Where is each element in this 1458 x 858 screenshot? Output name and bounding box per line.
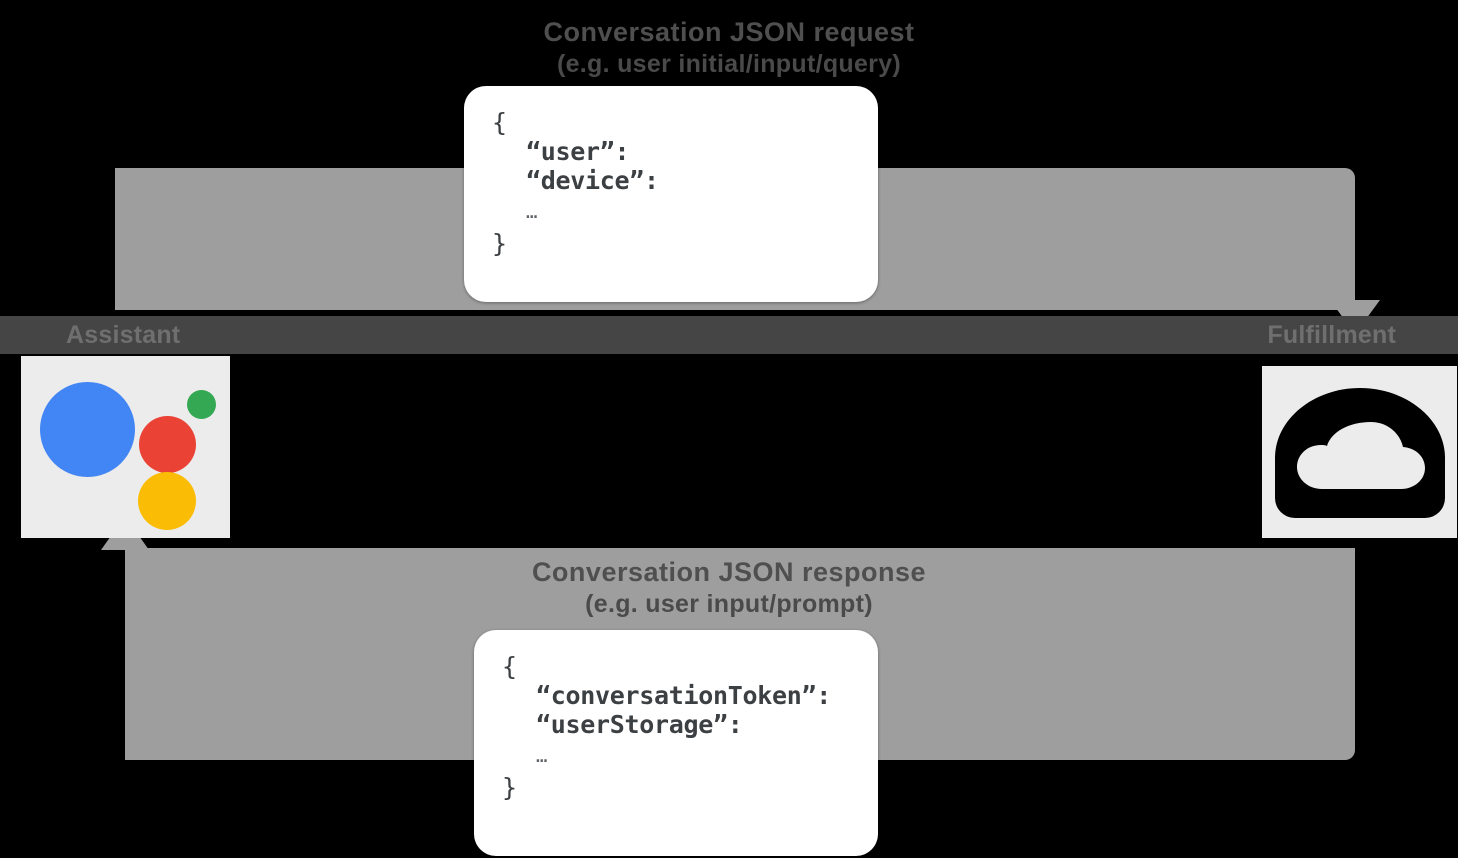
response-json-card: { “conversationToken”: “userStorage”: … …	[474, 630, 878, 856]
request-caption: Conversation JSON request (e.g. user ini…	[0, 16, 1458, 80]
json-line: }	[492, 229, 507, 258]
json-line: “user”:	[526, 137, 630, 166]
assistant-icon-tile	[21, 356, 230, 538]
request-caption-subtitle: (e.g. user initial/input/query)	[556, 50, 902, 78]
endpoint-label-fulfillment: Fulfillment	[1267, 321, 1396, 349]
endpoint-strip	[0, 316, 1458, 354]
request-json-card: { “user”: “device”: … }	[464, 86, 878, 302]
google-assistant-icon-blue-dot	[40, 382, 135, 477]
endpoint-label-assistant: Assistant	[66, 321, 181, 349]
json-line: {	[502, 652, 517, 681]
json-line: “userStorage”:	[536, 710, 743, 739]
json-line: “conversationToken”:	[536, 681, 832, 710]
fulfillment-icon-tile	[1262, 366, 1457, 538]
json-line: …	[526, 201, 538, 223]
json-line: …	[536, 745, 548, 767]
json-line: }	[502, 773, 517, 802]
response-caption-subtitle: (e.g. user input/prompt)	[585, 590, 873, 618]
google-assistant-icon-green-dot	[187, 390, 216, 419]
json-line: {	[492, 108, 507, 137]
response-caption-title: Conversation JSON response	[531, 557, 927, 587]
request-caption-title: Conversation JSON request	[543, 17, 915, 47]
response-caption: Conversation JSON response (e.g. user in…	[0, 556, 1458, 620]
google-assistant-icon-yellow-dot	[138, 472, 196, 530]
cloud-icon	[1275, 388, 1445, 518]
google-assistant-icon-red-dot	[139, 416, 196, 473]
json-line: “device”:	[526, 166, 659, 195]
